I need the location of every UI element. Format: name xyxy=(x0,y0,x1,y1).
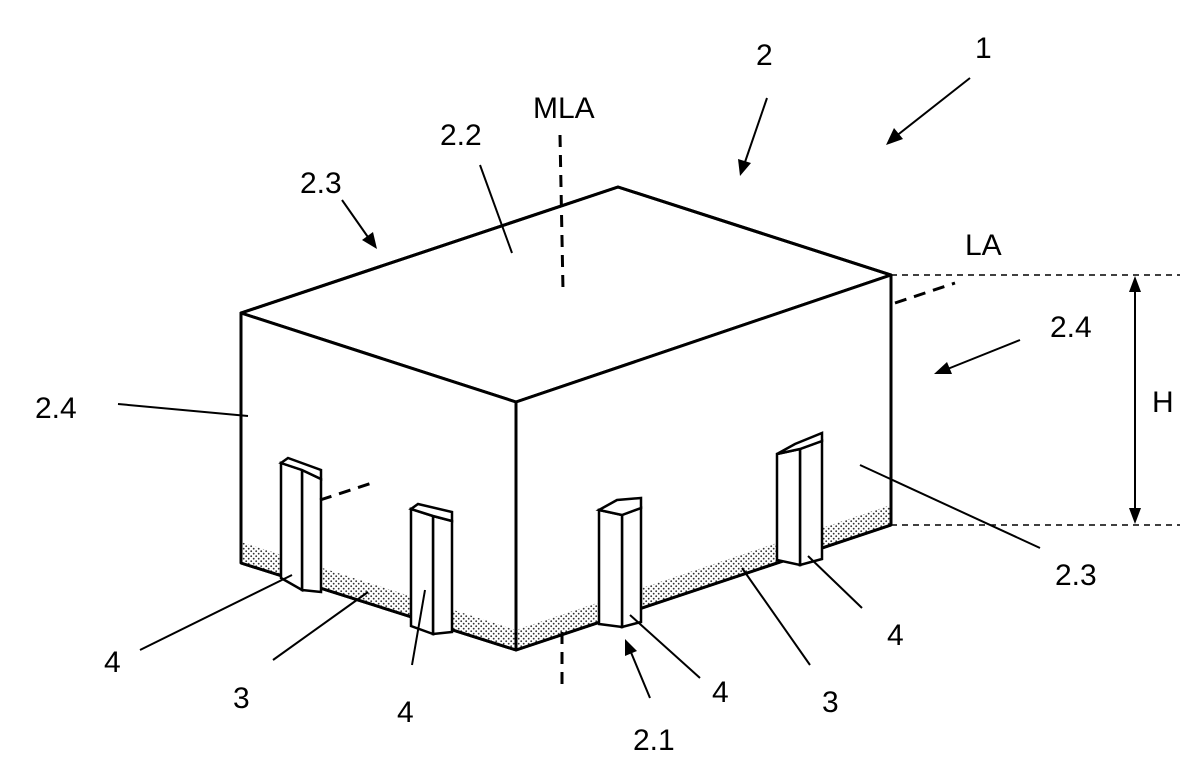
leader-2-4-left xyxy=(117,403,249,417)
leader-3-left xyxy=(272,591,369,661)
leader-4-right xyxy=(807,555,863,609)
arrow-2-3-top-line xyxy=(341,199,371,241)
post-left-2 xyxy=(408,502,454,636)
label-2-3-top: 2.3 xyxy=(300,167,342,200)
outline-edges xyxy=(239,185,893,563)
la-axis-rear xyxy=(319,480,376,502)
arrow-1-line xyxy=(894,77,971,138)
leader-2-3-right xyxy=(859,464,1041,549)
arrow-2-4-right-line xyxy=(944,339,1021,371)
arrow-2-head xyxy=(738,159,751,176)
leader-4-front xyxy=(629,614,701,679)
label-2-4-right: 2.4 xyxy=(1050,311,1092,344)
la-axis xyxy=(894,281,956,305)
label-2-2: 2.2 xyxy=(440,119,482,152)
leader-3-right xyxy=(741,567,811,666)
height-arrow-bottom xyxy=(1129,508,1141,524)
label-la: LA xyxy=(965,229,1002,262)
label-2: 2 xyxy=(756,39,773,72)
arrow-2-1-line xyxy=(629,649,651,699)
leader-4-mid xyxy=(411,589,426,666)
arrow-2-3-top-head xyxy=(362,232,377,249)
label-mla: MLA xyxy=(533,92,595,125)
arrow-2-1-head xyxy=(625,639,637,656)
post-front-2 xyxy=(775,431,824,567)
post-left-1 xyxy=(278,456,323,594)
leader-2-2 xyxy=(479,164,513,254)
label-4-left: 4 xyxy=(104,646,121,679)
label-2-4-left: 2.4 xyxy=(35,392,77,425)
leader-4-left xyxy=(139,574,293,651)
label-4-front: 4 xyxy=(712,676,729,709)
arrow-1-head xyxy=(886,128,903,145)
label-1: 1 xyxy=(975,32,992,65)
label-2-1: 2.1 xyxy=(633,724,675,757)
height-arrow-top xyxy=(1129,276,1141,292)
post-front-1 xyxy=(595,496,643,629)
arrow-2-line xyxy=(743,97,768,166)
label-3-right: 3 xyxy=(822,686,839,719)
label-3-left: 3 xyxy=(233,682,250,715)
label-4-mid: 4 xyxy=(397,696,414,729)
label-4-right: 4 xyxy=(887,619,904,652)
label-2-3-right: 2.3 xyxy=(1055,559,1097,592)
arrow-2-4-right-head xyxy=(934,362,952,374)
label-h: H xyxy=(1152,386,1174,419)
mla-axis xyxy=(558,134,565,291)
